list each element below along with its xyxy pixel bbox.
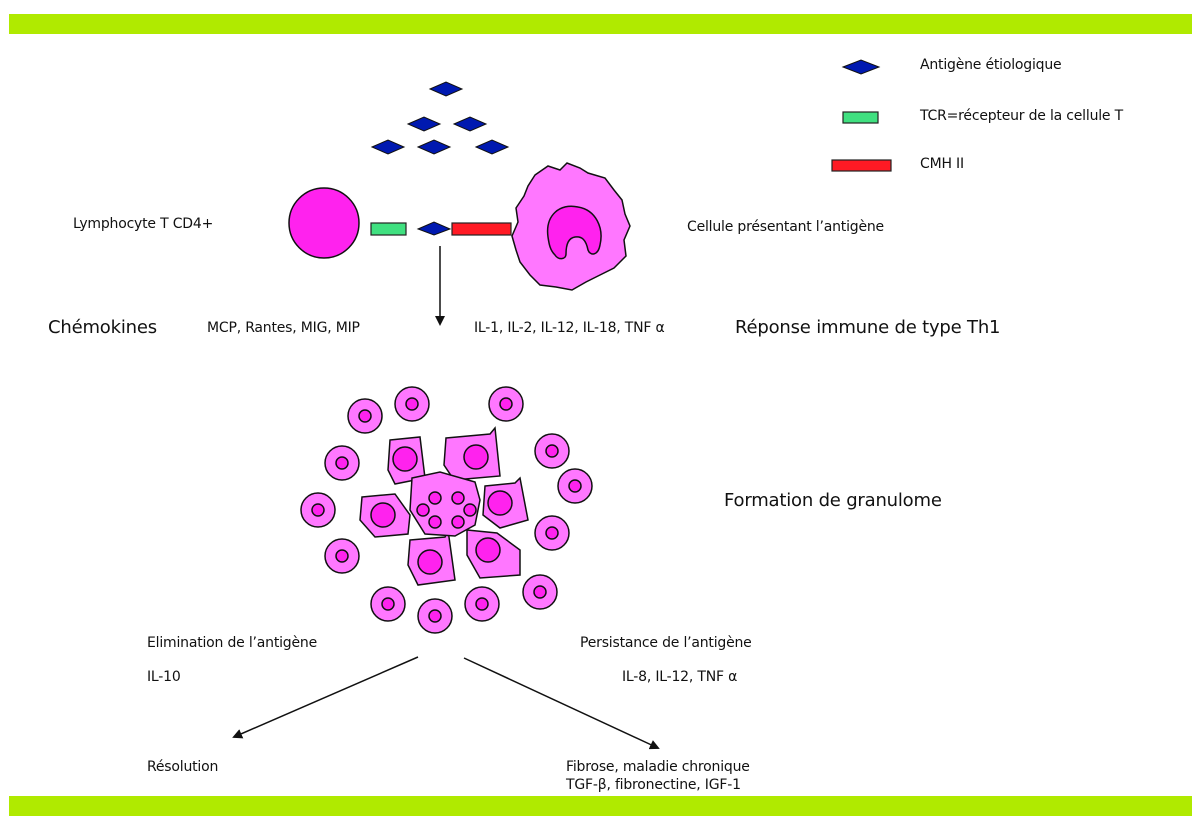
lymphocyte-cell: [288, 187, 360, 259]
top-band: [9, 14, 1192, 34]
fibrosis-label: Fibrose, maladie chronique: [566, 759, 750, 775]
resolution-arrow: [232, 656, 419, 739]
granuloma: [300, 386, 593, 634]
lymphocyte-label: Lymphocyte T CD4+: [73, 216, 214, 232]
legend-antigen-label: Antigène étiologique: [920, 57, 1062, 73]
cmh-ii-molecule: [451, 222, 512, 236]
chemokines-label: Chémokines: [48, 317, 157, 338]
apc-nucleus: [546, 205, 602, 260]
antigen-diamond: [474, 139, 510, 155]
antigen-diamond: [452, 116, 488, 132]
il10-label: IL-10: [147, 669, 181, 685]
antigen-diamond: [416, 139, 452, 155]
legend-tcr-label: TCR=récepteur de la cellule T: [920, 108, 1123, 124]
antigen-diamond: [428, 81, 464, 97]
legend-tcr-icon: [842, 111, 879, 124]
chemokine-list: MCP, Rantes, MIG, MIP: [207, 320, 360, 336]
epithelioid-nuclei: [370, 444, 513, 575]
persistence-label: Persistance de l’antigène: [580, 635, 752, 651]
round-cell-nuclei: [311, 397, 582, 623]
fibrosis-factors: TGF-β, fibronectine, IGF-1: [566, 777, 741, 793]
resolution-label: Résolution: [147, 759, 219, 775]
bottom-band: [9, 796, 1192, 816]
cytokine-list: IL-1, IL-2, IL-12, IL-18, TNF α: [474, 320, 665, 336]
fibrosis-arrow: [463, 657, 660, 750]
legend-cmh-label: CMH II: [920, 156, 964, 172]
tcr-receptor: [370, 222, 407, 236]
th1-response-label: Réponse immune de type Th1: [735, 317, 1001, 338]
presented-antigen: [416, 221, 452, 236]
antigen-cluster: [370, 81, 510, 155]
apc-label: Cellule présentant l’antigène: [687, 219, 884, 235]
legend-antigen-icon: [841, 59, 881, 75]
elimination-label: Elimination de l’antigène: [147, 635, 317, 651]
round-cells: [300, 386, 593, 634]
persistence-cytokines: IL-8, IL-12, TNF α: [622, 669, 738, 685]
legend-cmh-icon: [831, 159, 892, 172]
antigen-diamond: [406, 116, 442, 132]
granuloma-label: Formation de granulome: [724, 490, 942, 511]
antigen-diamond: [370, 139, 406, 155]
